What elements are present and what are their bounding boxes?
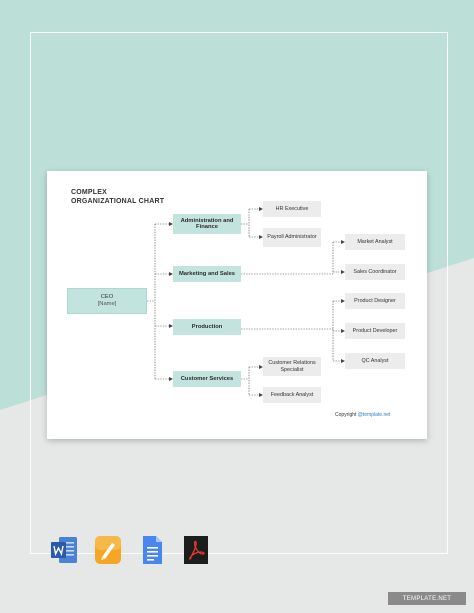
- watermark: TEMPLATE.NET: [388, 592, 466, 605]
- role-feedback-analyst: Feedback Analyst: [263, 387, 321, 403]
- role-payroll-administrator: Payroll Administrator: [263, 228, 321, 247]
- role-hr-executive: HR Executive: [263, 201, 321, 217]
- format-icons: [50, 535, 210, 565]
- role-customer-relations-specialist: Customer Relations Specialist: [263, 357, 321, 376]
- pdf-icon[interactable]: [182, 535, 210, 565]
- department-marketing-sales: Marketing and Sales: [173, 266, 241, 282]
- copyright-note: Copyright @template.net: [335, 412, 390, 418]
- department-production: Production: [173, 319, 241, 335]
- department-customer-services: Customer Services: [173, 371, 241, 387]
- chart-title-line1: COMPLEX: [71, 189, 108, 196]
- copyright-prefix: Copyright: [335, 412, 358, 418]
- pages-icon[interactable]: [94, 535, 122, 565]
- copyright-link[interactable]: @template.net: [357, 412, 391, 418]
- chart-title: COMPLEX ORGANIZATIONAL CHART: [71, 188, 164, 206]
- role-product-developer: Product Developer: [345, 323, 405, 339]
- ceo-name: [Name]: [97, 301, 117, 307]
- role-sales-coordinator: Sales Coordinator: [345, 264, 405, 280]
- word-icon[interactable]: [50, 535, 78, 565]
- connector-lines: [147, 207, 345, 397]
- ceo-label: CEO: [100, 294, 114, 300]
- role-market-analyst: Market Analyst: [345, 234, 405, 250]
- role-product-designer: Product Designer: [345, 293, 405, 309]
- org-chart-document: COMPLEX ORGANIZATIONAL CHART: [47, 171, 427, 439]
- page-frame: [30, 32, 448, 554]
- chart-title-line2: ORGANIZATIONAL CHART: [71, 198, 165, 205]
- ceo-box: CEO [Name]: [67, 288, 147, 314]
- department-administration-finance: Administration and Finance: [173, 214, 241, 234]
- role-qc-analyst: QC Analyst: [345, 353, 405, 369]
- google-docs-icon[interactable]: [138, 535, 166, 565]
